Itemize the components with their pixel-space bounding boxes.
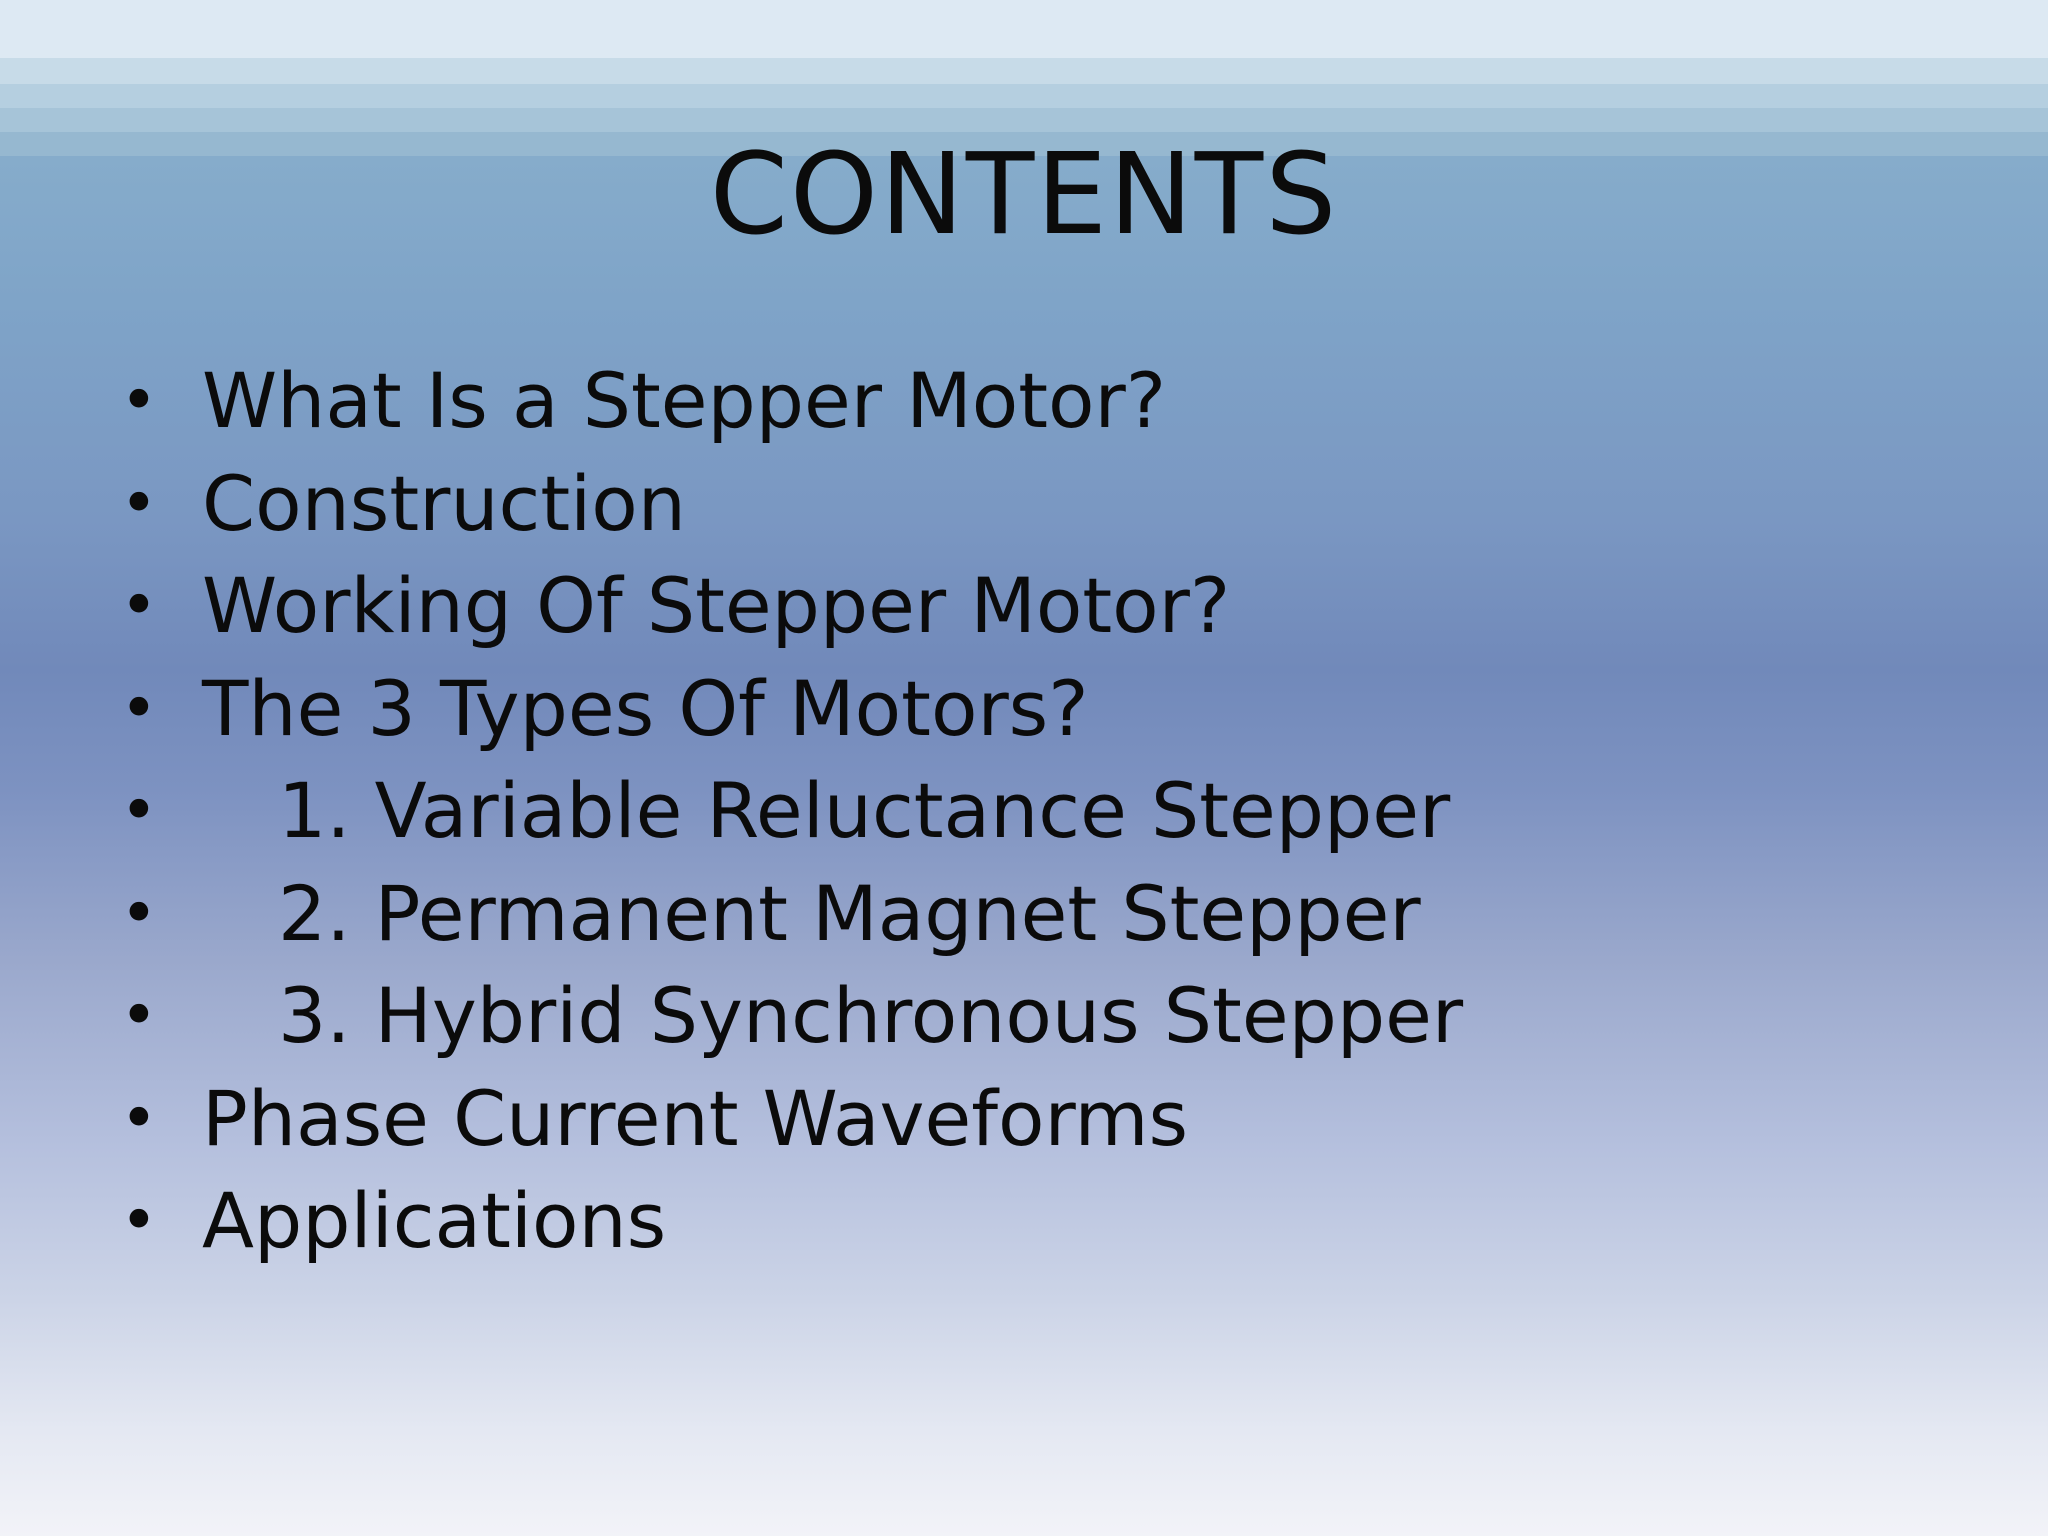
list-item: • What Is a Stepper Motor? — [120, 350, 1870, 453]
slide-title: CONTENTS — [709, 130, 1339, 260]
bullet-icon: • — [120, 364, 158, 438]
list-item: • The 3 Types Of Motors? — [120, 658, 1870, 761]
bullet-icon: • — [120, 876, 158, 951]
list-item-text: Phase Current Waveforms — [202, 1073, 1189, 1163]
list-item-text: 1. Variable Reluctance Stepper — [278, 766, 1451, 855]
list-item-text: What Is a Stepper Motor? — [202, 356, 1167, 445]
bullet-icon: • — [120, 466, 158, 541]
bullet-icon: • — [120, 1184, 158, 1258]
bullet-icon: • — [120, 569, 158, 643]
list-item-text: The 3 Types Of Motors? — [202, 663, 1089, 753]
list-item: • 1. Variable Reluctance Stepper — [120, 760, 1870, 863]
bullet-icon: • — [120, 979, 158, 1053]
bullet-icon: • — [120, 774, 158, 848]
contents-list: • What Is a Stepper Motor? • Constructio… — [120, 350, 1870, 1273]
list-item: • Working Of Stepper Motor? — [120, 555, 1870, 658]
list-item: • 3. Hybrid Synchronous Stepper — [120, 965, 1870, 1068]
list-item-text: 2. Permanent Magnet Stepper — [278, 868, 1421, 958]
list-item: • Applications — [120, 1170, 1870, 1273]
list-item: • 2. Permanent Magnet Stepper — [120, 863, 1870, 966]
list-item-text: Construction — [202, 458, 686, 548]
list-item: • Construction — [120, 453, 1870, 556]
bullet-icon: • — [120, 671, 158, 746]
list-item: • Phase Current Waveforms — [120, 1068, 1870, 1171]
list-item-text: Applications — [202, 1176, 667, 1265]
list-item-text: 3. Hybrid Synchronous Stepper — [278, 971, 1464, 1060]
list-item-text: Working Of Stepper Motor? — [202, 561, 1231, 650]
bullet-icon: • — [120, 1081, 158, 1156]
